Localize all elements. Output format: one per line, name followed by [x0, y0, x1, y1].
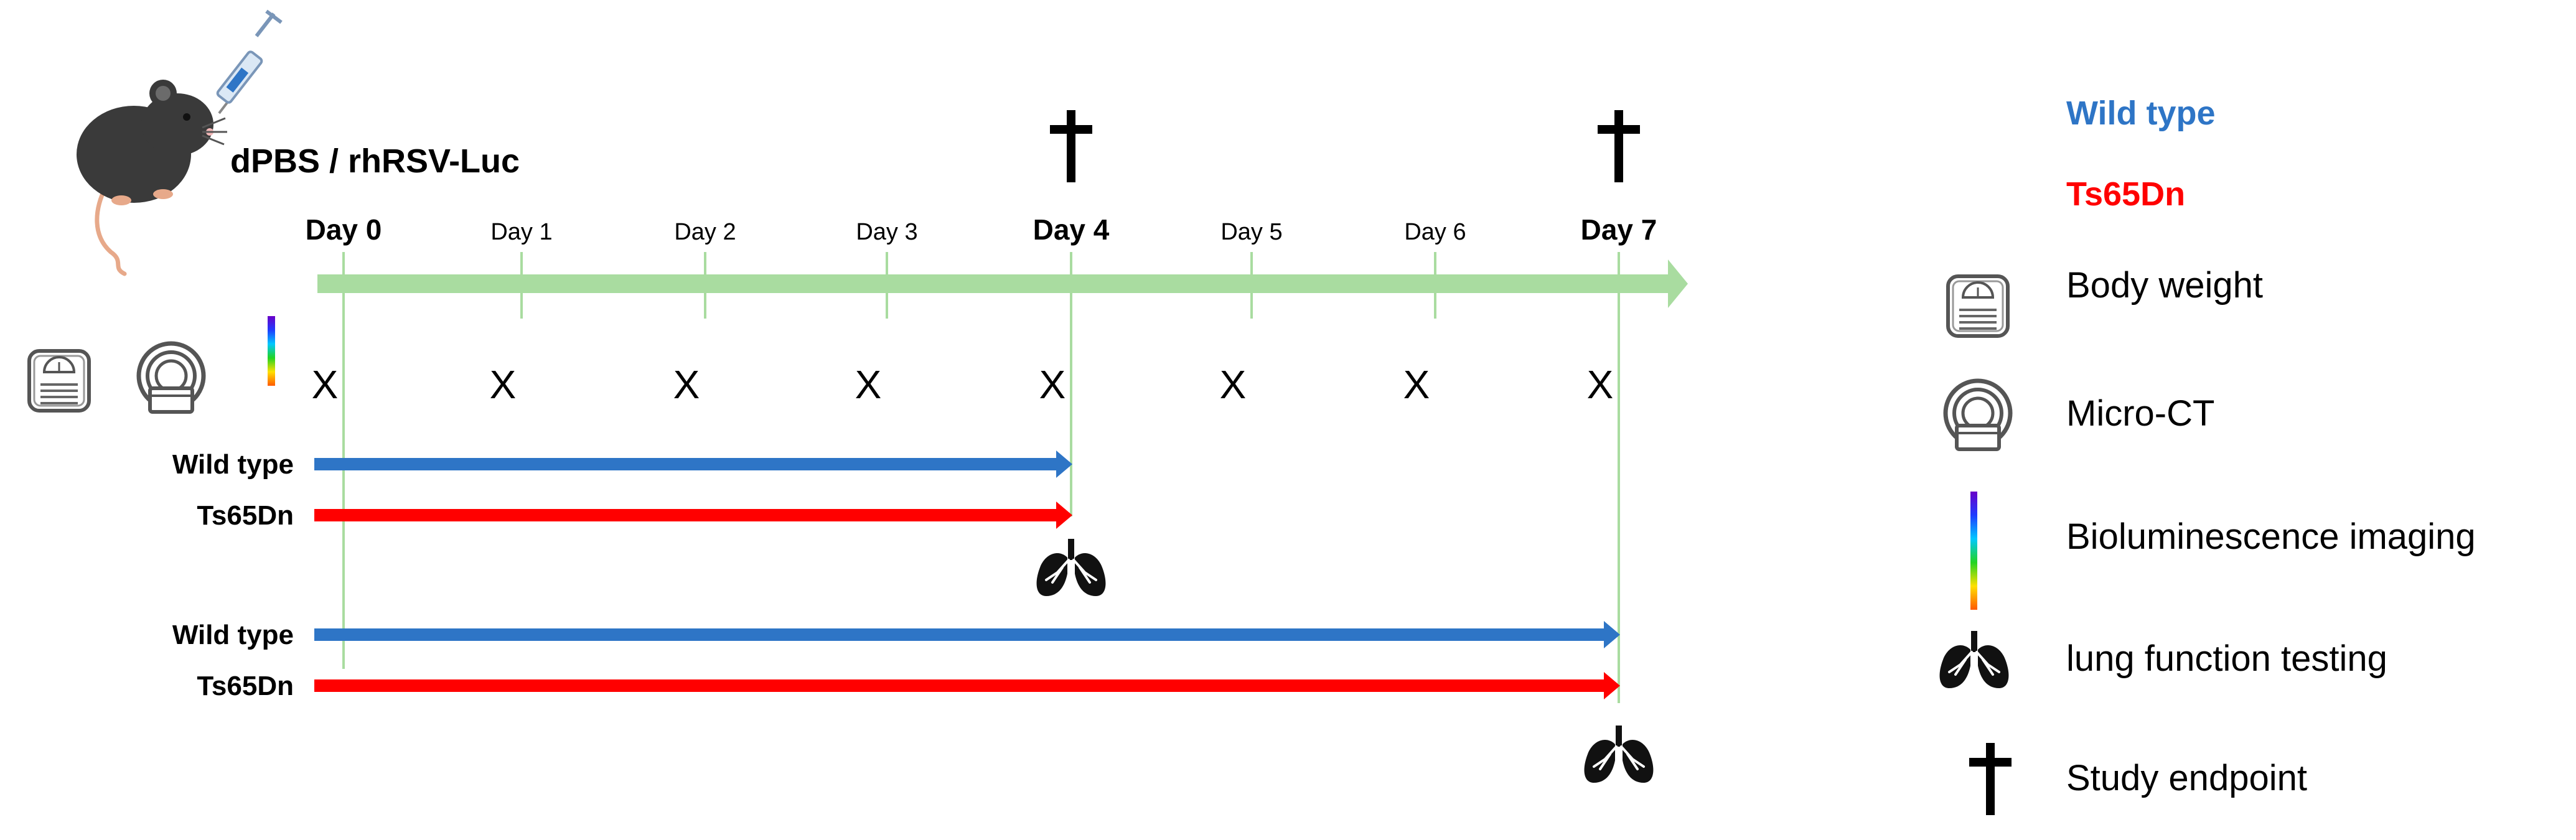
body-weight-scale-icon: [29, 351, 89, 411]
cohort-label: Wild type: [172, 620, 294, 650]
day-label: Day 3: [856, 219, 917, 245]
measurement-marker: X: [490, 362, 517, 407]
cohort-label: Wild type: [172, 449, 294, 480]
cohort-label: Ts65Dn: [197, 671, 294, 701]
legend-ts65dn: Ts65Dn: [2066, 175, 2185, 213]
day-label: Day 7: [1581, 213, 1657, 246]
legend-wild-type: Wild type: [2066, 95, 2216, 132]
cohort-arrow: [314, 502, 1072, 529]
legend-study-endpoint: Study endpoint: [2066, 758, 2307, 798]
legend-bioluminescence-icon: [1970, 492, 1977, 610]
day7-endpoint-cross-icon: [1598, 110, 1640, 182]
legend: Wild type Ts65Dn Body weight Micro-CT Bi…: [1938, 95, 2476, 815]
measurement-marker: X: [673, 362, 700, 407]
measurement-marker: X: [1587, 362, 1614, 407]
day7-lung-function-icon: [1583, 724, 1655, 784]
day-label: Day 6: [1404, 219, 1466, 245]
day-label: Day 0: [306, 213, 382, 246]
day-label: Day 2: [674, 219, 736, 245]
syringe-icon: [216, 9, 283, 114]
legend-bioluminescence: Bioluminescence imaging: [2066, 516, 2476, 557]
measurement-marker: X: [312, 362, 339, 407]
legend-body-weight: Body weight: [2066, 265, 2263, 306]
day-label: Day 1: [490, 219, 552, 245]
injection-label: dPBS / rhRSV-Luc: [230, 142, 520, 180]
measurement-marker: X: [1220, 362, 1247, 407]
legend-cross-icon: [1969, 743, 2012, 815]
measurement-marker: X: [855, 362, 882, 407]
micro-ct-icon: [139, 343, 204, 412]
timeline-arrow: [317, 259, 1688, 308]
day-label: Day 5: [1220, 219, 1282, 245]
measurement-marker: X: [1403, 362, 1430, 407]
mouse-illustration: [77, 80, 227, 276]
cohort-label: Ts65Dn: [197, 500, 294, 531]
day4-endpoint-cross-icon: [1050, 110, 1092, 182]
day-label: Day 4: [1033, 213, 1110, 246]
cohort-arrow: [314, 450, 1072, 478]
day4-lung-function-icon: [1035, 538, 1107, 597]
legend-micro-ct: Micro-CT: [2066, 393, 2214, 434]
cohort-arrow: [314, 672, 1620, 699]
legend-lung-function: lung function testing: [2066, 638, 2387, 679]
bioluminescence-icon: [268, 316, 275, 386]
legend-lungs-icon: [1938, 630, 2010, 689]
cohort-arrow: [314, 621, 1620, 648]
legend-scale-icon: [1948, 276, 2008, 336]
measurement-marker: X: [1039, 362, 1066, 407]
legend-micro-ct-icon: [1946, 381, 2010, 449]
